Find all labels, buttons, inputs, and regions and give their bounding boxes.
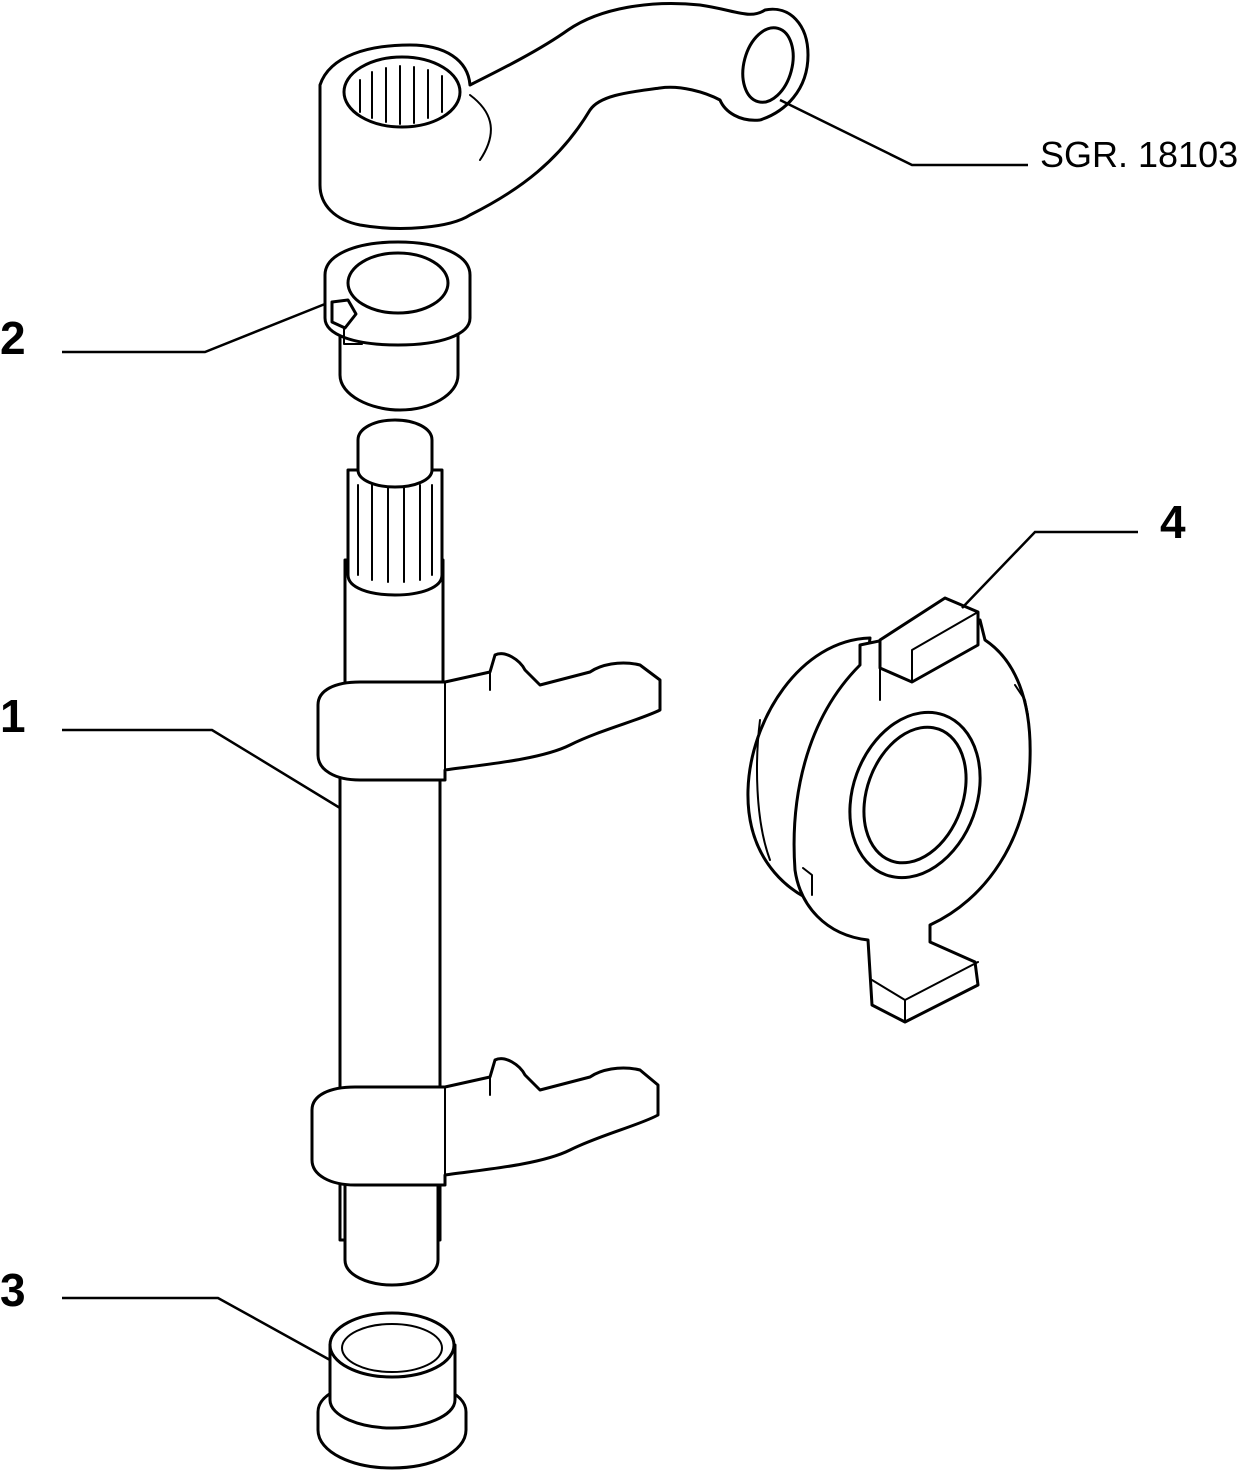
reference-label: SGR. 18103: [1040, 134, 1238, 175]
leader-line-3: [62, 1296, 331, 1362]
upper-bushing-part-2: [323, 240, 472, 412]
leader-line-1: [62, 728, 341, 810]
lower-bushing-part-3: [316, 1311, 468, 1470]
leader-line-2: [62, 302, 326, 354]
clutch-lever: [318, 2, 810, 230]
release-bearing-part-4: [746, 596, 1032, 1024]
callout-label-4: 4: [1160, 496, 1186, 548]
leader-line-sgr: [779, 98, 1028, 167]
leader-line-4: [961, 530, 1138, 609]
callout-label-1: 1: [0, 690, 26, 742]
fork-shaft-part-1: [310, 418, 662, 1287]
callout-label-3: 3: [0, 1264, 26, 1316]
callout-label-2: 2: [0, 312, 26, 364]
